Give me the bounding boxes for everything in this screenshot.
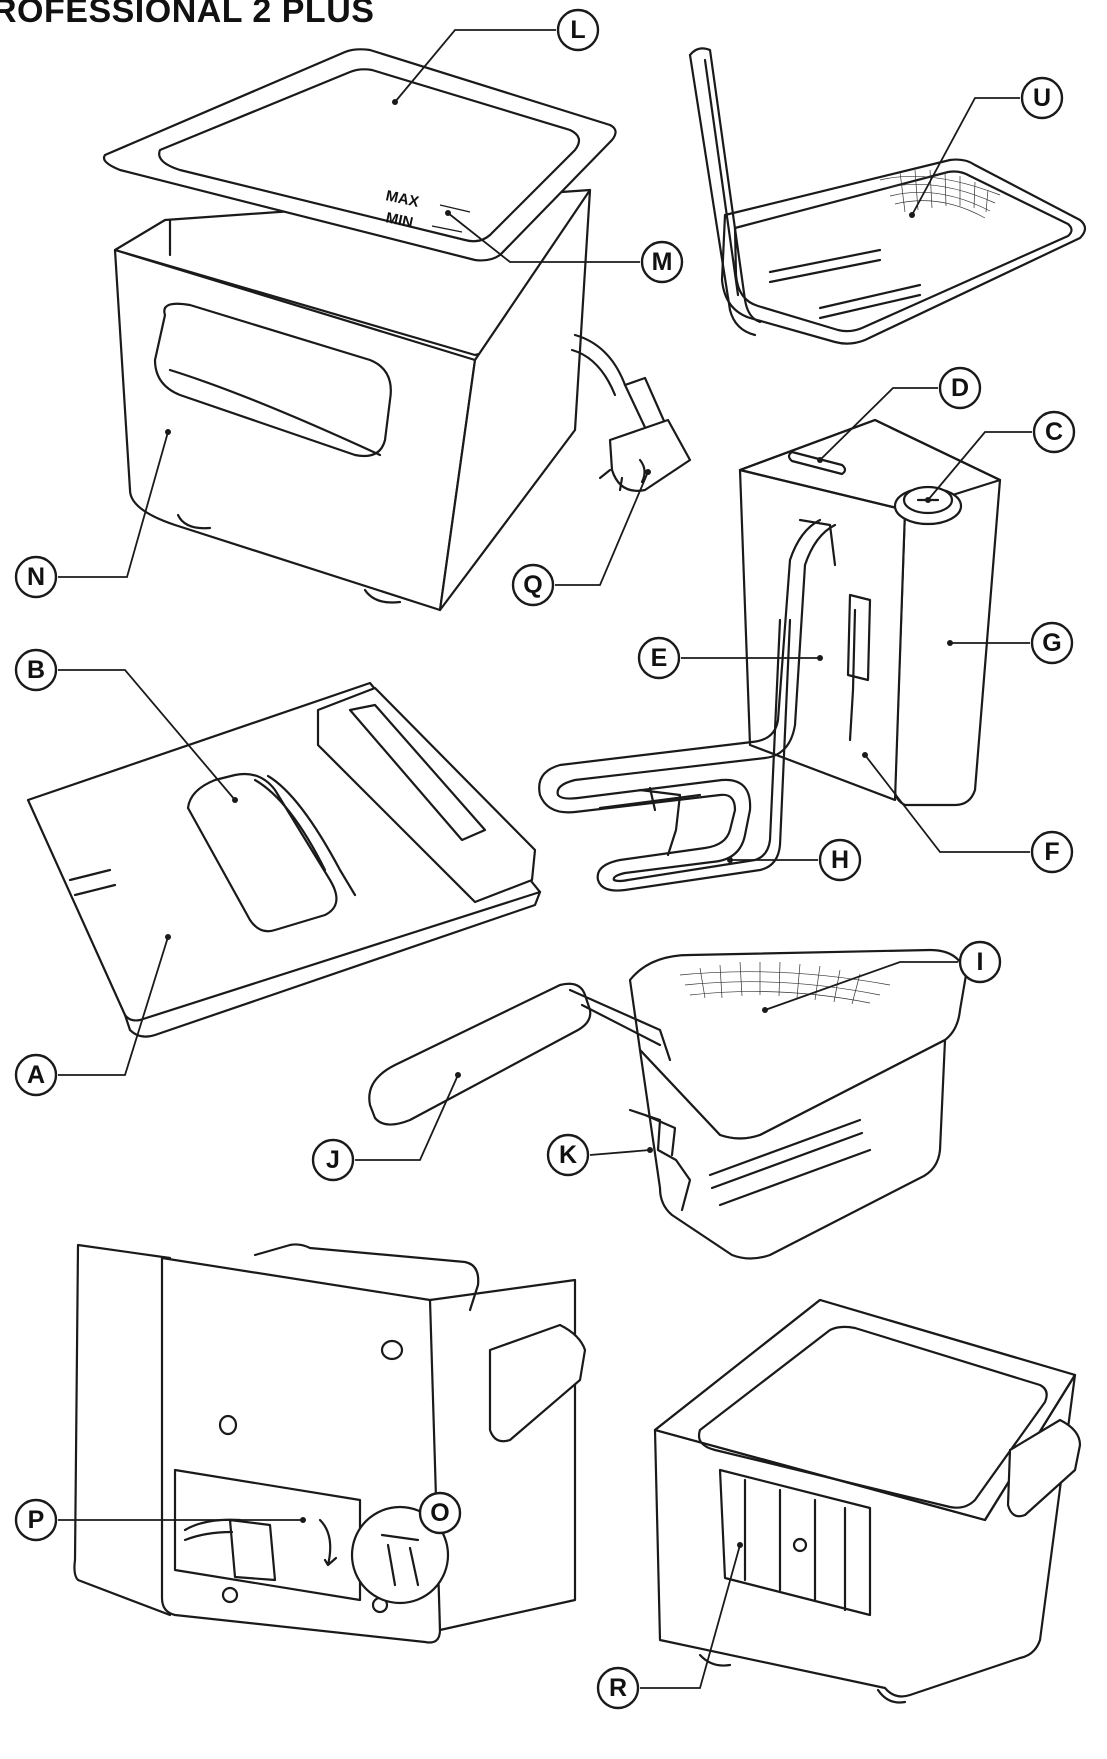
callout-F: F bbox=[1030, 830, 1074, 874]
callout-M-label: M bbox=[652, 248, 673, 276]
callout-H: H bbox=[818, 838, 862, 882]
callout-K: K bbox=[546, 1133, 590, 1177]
callout-R-label: R bbox=[609, 1674, 627, 1702]
control-box-drawing bbox=[538, 418, 1002, 892]
callout-I: I bbox=[958, 940, 1002, 984]
callout-L: L bbox=[556, 8, 600, 52]
frying-basket-drawing bbox=[368, 948, 968, 1260]
callout-D-label: D bbox=[951, 374, 969, 402]
callout-O-label: O bbox=[430, 1499, 449, 1527]
callout-H-label: H bbox=[831, 846, 849, 874]
min-mark: MIN bbox=[384, 209, 414, 231]
oil-filter-tray-drawing bbox=[688, 47, 1087, 345]
max-mark: MAX bbox=[384, 187, 420, 211]
callout-P-label: P bbox=[28, 1506, 45, 1534]
callout-U: U bbox=[1020, 76, 1064, 120]
callout-R: R bbox=[596, 1666, 640, 1710]
callout-I-label: I bbox=[977, 948, 984, 976]
filter-mesh bbox=[879, 169, 1001, 219]
lid-panel-drawing bbox=[26, 681, 542, 1038]
rear-view-drawing bbox=[73, 1243, 587, 1644]
callout-C-label: C bbox=[1045, 418, 1063, 446]
callout-J: J bbox=[311, 1138, 355, 1182]
callout-B-label: B bbox=[27, 656, 45, 684]
callout-G-label: G bbox=[1042, 629, 1061, 657]
callout-A-label: A bbox=[27, 1061, 45, 1089]
callout-E: E bbox=[637, 636, 681, 680]
leader-lines bbox=[58, 29, 1032, 1689]
callout-Q-label: Q bbox=[523, 571, 542, 599]
callout-N-label: N bbox=[27, 563, 45, 591]
callout-L-label: L bbox=[570, 16, 585, 44]
callout-D: D bbox=[938, 366, 982, 410]
callout-N: N bbox=[14, 555, 58, 599]
callout-G: G bbox=[1030, 621, 1074, 665]
callout-E-label: E bbox=[651, 644, 668, 672]
assembled-view-drawing bbox=[653, 1298, 1082, 1704]
callout-F-label: F bbox=[1044, 838, 1059, 866]
fryer-body-drawing bbox=[102, 48, 692, 612]
callout-U-label: U bbox=[1033, 84, 1051, 112]
callout-K-label: K bbox=[559, 1141, 577, 1169]
basket-mesh bbox=[679, 961, 891, 1005]
callout-C: C bbox=[1032, 410, 1076, 454]
callout-P: P bbox=[14, 1498, 58, 1542]
callout-M: M bbox=[640, 240, 684, 284]
callout-B: B bbox=[14, 648, 58, 692]
callout-O: O bbox=[418, 1491, 462, 1535]
page-title: ROFESSIONAL 2 PLUS bbox=[0, 0, 375, 30]
callout-A: A bbox=[14, 1053, 58, 1097]
callout-J-label: J bbox=[326, 1146, 340, 1174]
callout-Q: Q bbox=[511, 563, 555, 607]
